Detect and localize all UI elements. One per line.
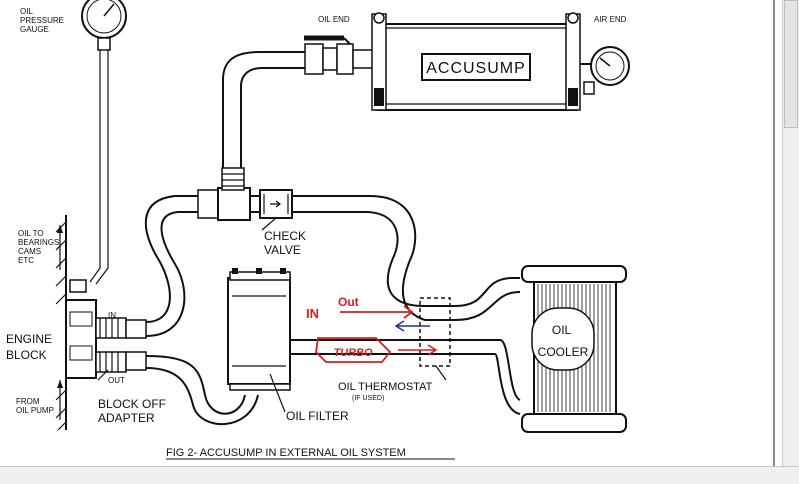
red-turbo-label: TURBO bbox=[333, 347, 373, 359]
oil-filter bbox=[227, 268, 291, 413]
tee-fitting bbox=[197, 167, 251, 221]
oil-cooler bbox=[521, 265, 627, 433]
vertical-scrollbar-thumb[interactable] bbox=[784, 0, 798, 128]
oil-pressure-gauge bbox=[69, 0, 127, 293]
air-end-label: AIR END bbox=[594, 15, 627, 24]
red-in-label: IN bbox=[306, 306, 319, 321]
out-port-label: OUT bbox=[108, 376, 125, 385]
oil-filter-label: OIL FILTER bbox=[286, 409, 349, 423]
turbo-annotation bbox=[315, 305, 438, 363]
engine-block-wall bbox=[55, 215, 67, 431]
accusump-label: ACCUSUMP bbox=[426, 60, 526, 77]
figure-caption: FIG 2- ACCUSUMP IN EXTERNAL OIL SYSTEM bbox=[166, 447, 406, 459]
horizontal-scrollbar[interactable] bbox=[0, 466, 799, 484]
oil-cooler-label: OIL COOLER bbox=[538, 323, 589, 359]
check-valve bbox=[259, 189, 293, 231]
block-off-adapter bbox=[65, 299, 147, 381]
oil-thermostat bbox=[419, 297, 451, 381]
oil-end-label: OIL END bbox=[318, 15, 350, 24]
check-valve-label: CHECK VALVE bbox=[264, 229, 309, 257]
engine-block-label: ENGINE BLOCK bbox=[6, 332, 55, 362]
accusump-cylinder bbox=[371, 12, 581, 111]
oil-to-bearings-label: OIL TO BEARINGS CAMS ETC bbox=[18, 229, 62, 265]
block-off-adapter-label: BLOCK OFF ADAPTER bbox=[98, 397, 169, 425]
oil-thermostat-label: OIL THERMOSTAT bbox=[338, 381, 433, 393]
vertical-scrollbar[interactable] bbox=[782, 0, 799, 467]
air-end-gauge bbox=[580, 46, 630, 95]
red-out-label: Out bbox=[338, 295, 359, 309]
oil-thermostat-if-used: (IF USED) bbox=[352, 395, 384, 402]
from-oil-pump-label: FROM OIL PUMP bbox=[16, 397, 54, 415]
ball-valve bbox=[304, 35, 380, 75]
in-port-label: IN bbox=[108, 311, 116, 320]
oil-pressure-gauge-label: OIL PRESSURE GAUGE bbox=[20, 7, 66, 34]
